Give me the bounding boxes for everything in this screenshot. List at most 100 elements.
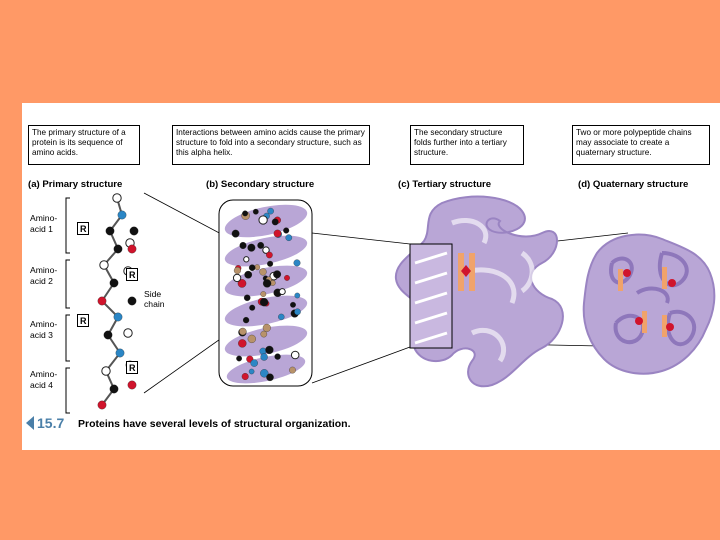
helix-atom: [278, 313, 285, 321]
primary-atom: [127, 244, 137, 254]
helix-atom: [273, 270, 282, 279]
helix-atom: [242, 316, 250, 324]
amino-acid-brackets: [65, 197, 70, 414]
amino-acid-3-label: Amino- acid 3: [30, 319, 58, 340]
helix-atom: [236, 355, 242, 362]
tertiary-heme-right: [469, 253, 475, 291]
secondary-structure-heading: (b) Secondary structure: [206, 179, 315, 190]
protein-structure-figure: The primary structure of a protein is it…: [22, 103, 720, 450]
helix-atom: [267, 207, 274, 215]
r-group-label-4: R: [126, 361, 138, 374]
helix-atom: [239, 327, 247, 336]
figure-illustrations: [65, 192, 716, 414]
helix-atom: [290, 301, 296, 308]
primary-atom: [127, 380, 137, 390]
helix-atom: [271, 218, 279, 226]
helix-atom: [250, 359, 258, 367]
helix-atoms: [231, 207, 301, 382]
r-group-label-1: R: [77, 222, 89, 235]
helix-atom: [249, 304, 256, 311]
helix-atom: [274, 353, 281, 360]
helix-atom: [258, 215, 268, 225]
connector-lines: [143, 192, 629, 394]
helix-atom: [294, 308, 301, 316]
helix-atom: [237, 279, 247, 288]
primary-atom: [129, 226, 139, 236]
helix-atom: [260, 369, 269, 378]
helix-atom: [252, 208, 259, 215]
quaternary-structure-heading: (d) Quaternary structure: [578, 179, 689, 190]
helix-atom: [241, 373, 249, 380]
primary-atom: [113, 244, 123, 254]
helix-atom: [257, 242, 265, 249]
tertiary-structure-description: The secondary structure folds further in…: [410, 125, 524, 165]
primary-chain-atoms: [97, 193, 139, 410]
helix-atom: [283, 227, 290, 234]
helix-atom: [262, 279, 272, 288]
helix-atom: [247, 243, 256, 252]
primary-atom: [99, 260, 109, 270]
primary-atom: [109, 384, 119, 394]
amino-acid-4-label: Amino- acid 4: [30, 369, 58, 390]
figure-caption: Proteins have several levels of structur…: [78, 418, 351, 430]
secondary-structure-description: Interactions between amino acids cause t…: [172, 125, 370, 165]
primary-atom: [123, 328, 133, 338]
primary-atom: [112, 193, 122, 203]
helix-atom: [260, 291, 267, 297]
helix-atom: [244, 270, 253, 279]
helix-atom: [273, 229, 282, 238]
helix-atom: [262, 246, 270, 254]
helix-atom: [260, 353, 268, 361]
helix-atom: [238, 339, 247, 348]
figure-number: 15.7: [37, 415, 65, 431]
helix-atom: [278, 288, 286, 296]
helix-atom: [289, 366, 296, 374]
primary-atom: [105, 226, 115, 236]
helix-atom: [243, 256, 250, 263]
quaternary-structure: [582, 233, 716, 375]
primary-structure-description: The primary structure of a protein is it…: [28, 125, 140, 165]
helix-atom: [248, 368, 255, 375]
quaternary-hemes: [618, 267, 676, 337]
primary-atom: [113, 312, 123, 322]
helix-atom: [267, 260, 274, 267]
side-chain-label: Side chain: [144, 289, 165, 309]
amino-acid-1-label: Amino- acid 1: [30, 213, 58, 234]
helix-atom: [285, 234, 293, 242]
helix-atom: [284, 275, 290, 281]
helix-atom: [239, 242, 247, 249]
primary-atom: [101, 366, 111, 376]
helix-atom: [246, 355, 254, 363]
amino-acid-2-label: Amino- acid 2: [30, 265, 58, 286]
primary-atom: [97, 296, 107, 306]
primary-atom: [97, 400, 107, 410]
primary-atom: [115, 348, 125, 358]
tertiary-heme-left: [458, 253, 464, 291]
helix-atom: [243, 294, 251, 302]
helix-atom: [265, 345, 274, 354]
helix-atom: [247, 334, 256, 344]
helix-atom: [294, 292, 301, 299]
r-group-label-2: R: [126, 268, 138, 281]
helix-atom: [242, 210, 248, 217]
figure-marker-icon: [26, 416, 34, 430]
primary-atom: [117, 210, 127, 220]
primary-atom: [127, 296, 137, 306]
helix-atom: [262, 323, 271, 332]
helix-atom: [266, 251, 273, 259]
tertiary-structure-heading: (c) Tertiary structure: [398, 179, 492, 190]
helix-atom: [260, 330, 268, 338]
tertiary-helix-stripes: [414, 251, 448, 345]
quaternary-structure-description: Two or more polypeptide chains may assoc…: [572, 125, 710, 165]
primary-structure-heading: (a) Primary structure: [28, 179, 123, 190]
helix-atom: [290, 350, 300, 360]
helix-atom: [233, 267, 241, 274]
helix-atom: [248, 264, 256, 271]
helix-atom: [259, 268, 267, 276]
helix-atom: [259, 298, 269, 307]
tertiary-helix-region: [409, 243, 453, 349]
r-group-label-3: R: [77, 314, 89, 327]
helix-atom: [232, 273, 242, 283]
helix-atom: [293, 259, 301, 267]
helix-atom: [231, 229, 240, 238]
